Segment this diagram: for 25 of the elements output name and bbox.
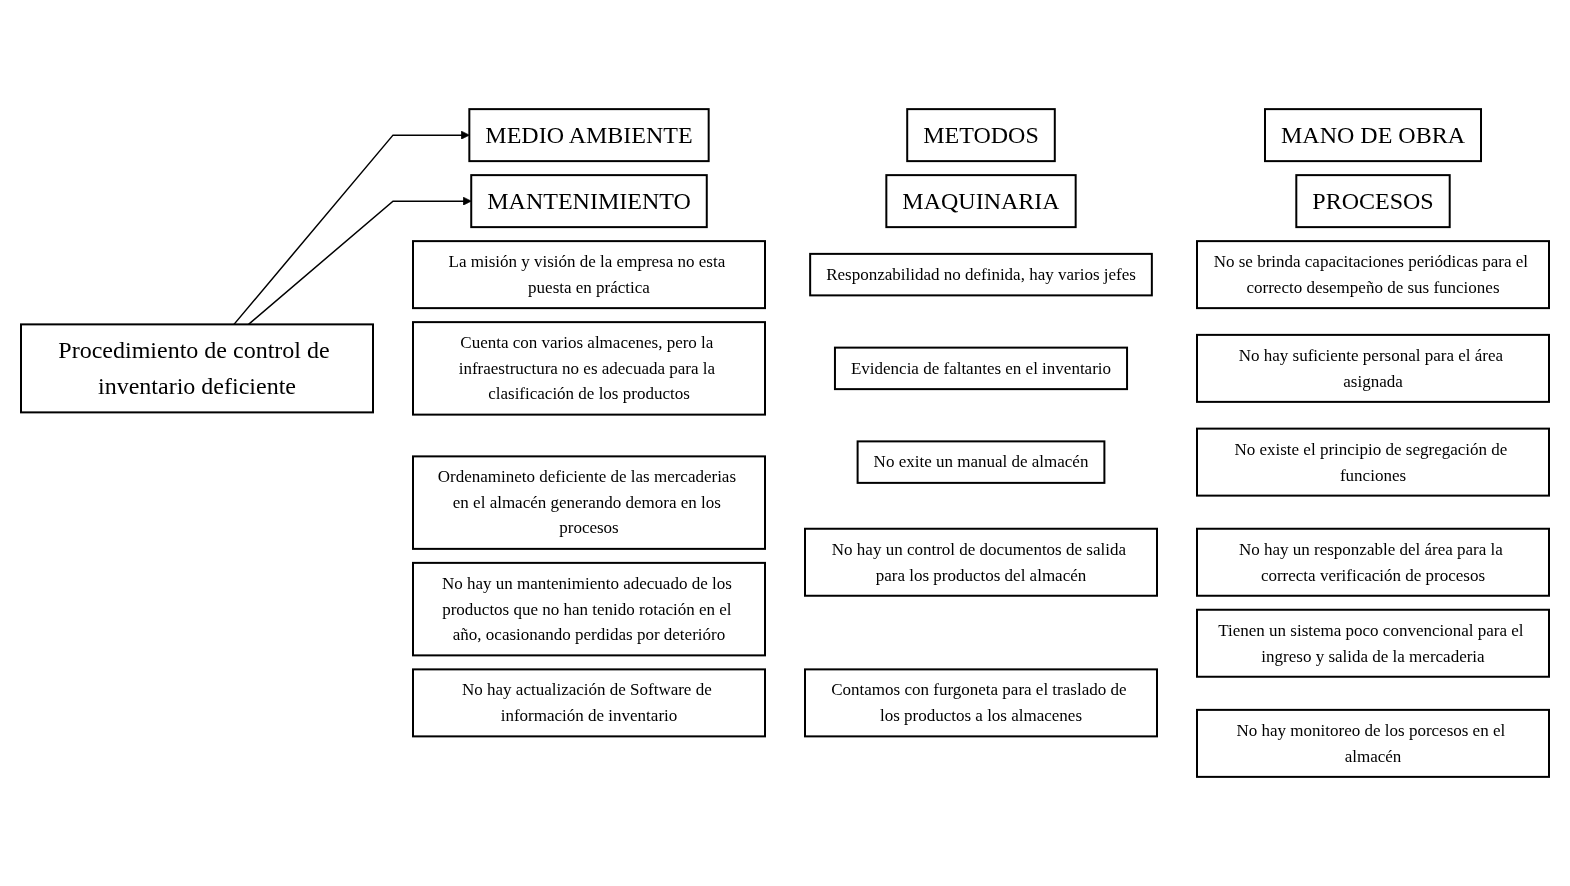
node-box: Cuenta con varios almacenes, pero la infraestructura no es adecuada para la clasificación de los productos bbox=[412, 321, 766, 416]
node-box: No hay suficiente personal para el área asignada bbox=[1196, 333, 1550, 403]
node-box: No hay un responzable del área para la correcta verificación de procesos bbox=[1196, 527, 1550, 597]
node-box: METODOS bbox=[906, 108, 1056, 163]
node-box: MEDIO AMBIENTE bbox=[468, 108, 710, 163]
node-box: Tienen un sistema poco convencional para el ingreso y salida de la mercaderia bbox=[1196, 608, 1550, 678]
node-box: No existe el principio de segregación de funciones bbox=[1196, 427, 1550, 497]
node-box: MAQUINARIA bbox=[885, 174, 1077, 229]
arrow bbox=[247, 196, 472, 326]
node-box: No hay monitoreo de los porcesos en el almacén bbox=[1196, 708, 1550, 778]
node-box: No se brinda capacitaciones periódicas para el correcto desempeño de sus funciones bbox=[1196, 240, 1550, 310]
node-box: Responzabilidad no definida, hay varios jefes bbox=[809, 252, 1153, 297]
node-box: PROCESOS bbox=[1295, 174, 1451, 229]
node-box: La misión y visión de la empresa no esta puesta en práctica bbox=[412, 240, 766, 310]
node-box: No hay un control de documentos de salida para los productos del almacén bbox=[804, 527, 1158, 597]
arrow bbox=[233, 130, 470, 326]
node-box: No hay un mantenimiento adecuado de los productos que no han tenido rotación en el año, ocasionando perdidas por deterióro bbox=[412, 561, 766, 657]
node-box: MANTENIMIENTO bbox=[470, 174, 708, 229]
node-box: No exite un manual de almacén bbox=[856, 440, 1106, 484]
node-box: Contamos con furgoneta para el traslado de los productos a los almacenes bbox=[804, 668, 1158, 738]
node-box: MANO DE OBRA bbox=[1264, 108, 1482, 163]
node-box: Procedimiento de control de inventario deficiente bbox=[20, 323, 374, 414]
node-box: Evidencia de faltantes en el inventario bbox=[833, 346, 1129, 391]
node-box: No hay actualización de Software de información de inventario bbox=[412, 668, 766, 738]
node-box: Ordenamineto deficiente de las mercaderias en el almacén generando demora en los procesos bbox=[412, 455, 766, 550]
